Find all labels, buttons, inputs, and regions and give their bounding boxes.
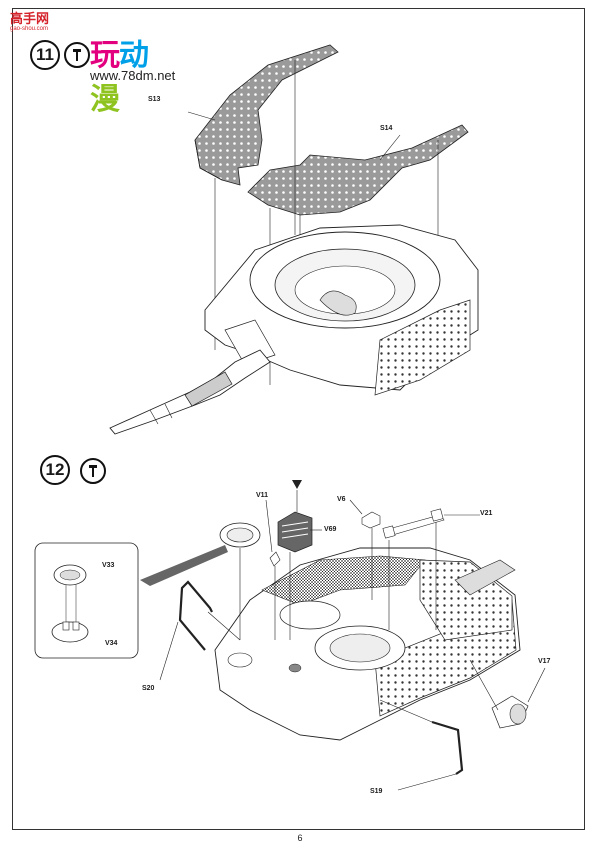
gun-barrel bbox=[109, 349, 271, 435]
part-v11 bbox=[269, 551, 281, 567]
hatch-cap bbox=[219, 522, 261, 548]
label-callout-number: 3 bbox=[294, 472, 298, 478]
detail-callout-icon bbox=[292, 480, 302, 489]
label-v69: V69 bbox=[324, 526, 337, 533]
part-v6 bbox=[361, 511, 381, 529]
step-number-12: 12 bbox=[40, 455, 70, 485]
callout-beam bbox=[140, 545, 228, 586]
step-number-11: 11 bbox=[30, 40, 60, 70]
glue-icon bbox=[80, 458, 106, 484]
label-s20: S20 bbox=[142, 685, 155, 692]
label-v33: V33 bbox=[102, 562, 115, 569]
part-v69-block bbox=[277, 511, 313, 553]
part-s20-handle bbox=[178, 580, 213, 651]
detail-inset bbox=[34, 542, 139, 659]
turret-body-step11 bbox=[204, 224, 479, 396]
watermark-char-3: 漫 bbox=[90, 82, 120, 117]
watermark-brand: 高手网 bbox=[10, 12, 50, 27]
watermark-site: www.78dm.net bbox=[90, 68, 176, 83]
watermark-char-1: 玩 bbox=[90, 38, 120, 73]
part-s19-handle bbox=[431, 720, 464, 775]
watermark-title: 玩动漫 bbox=[90, 30, 174, 118]
part-v17 bbox=[491, 695, 529, 729]
label-v17: V17 bbox=[538, 658, 551, 665]
watermark-char-2: 动 bbox=[119, 38, 149, 73]
label-v21: V21 bbox=[480, 510, 493, 517]
part-s14-screen bbox=[247, 124, 469, 216]
part-s13-screen bbox=[194, 44, 339, 186]
glue-icon bbox=[64, 42, 90, 68]
guide-lines-step12 bbox=[159, 490, 546, 791]
turret-body-step12 bbox=[214, 547, 521, 741]
label-v34: V34 bbox=[105, 640, 118, 647]
label-s19: S19 bbox=[370, 788, 383, 795]
page-number: 6 bbox=[297, 833, 303, 843]
label-v6: V6 bbox=[337, 496, 346, 503]
part-v21 bbox=[382, 508, 445, 539]
watermark-logo: 高手网 gao-shou.com 玩动漫 www.78dm.net bbox=[4, 4, 176, 117]
label-v11: V11 bbox=[256, 492, 269, 499]
watermark-brand-sub: gao-shou.com bbox=[10, 26, 49, 32]
page-border bbox=[12, 8, 585, 830]
label-s13: S13 bbox=[148, 96, 161, 103]
label-s14: S14 bbox=[380, 125, 393, 132]
